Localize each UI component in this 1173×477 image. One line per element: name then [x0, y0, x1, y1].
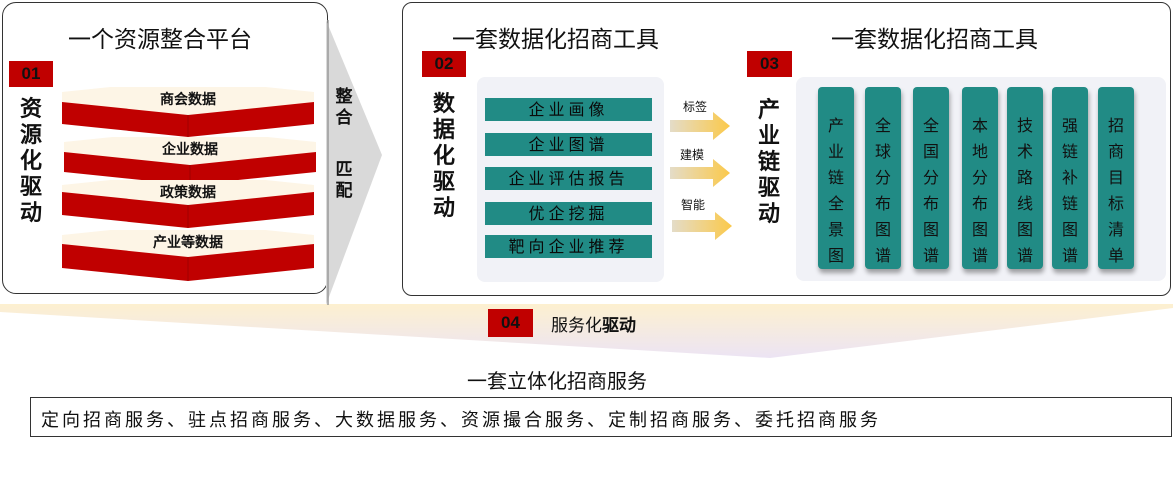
data-driver-label: 数据化驱动 — [432, 92, 455, 221]
tool-enterprise-graph: 企业图谱 — [485, 133, 652, 156]
column-industry-chain-panorama: 产业链全景图 — [818, 87, 854, 269]
tool-target-recommend: 靶向企业推荐 — [485, 235, 652, 258]
service-list-text: 定向招商服务、驻点招商服务、大数据服务、资源撮合服务、定制招商服务、委托招商服务 — [41, 410, 881, 431]
resource-driver-label: 资源化驱动 — [19, 97, 42, 226]
section-badge-02: 02 — [422, 51, 466, 77]
service-title: 一套立体化招商服务 — [467, 369, 647, 393]
section-badge-01: 01 — [9, 61, 53, 87]
service-driver-regular: 服务化 — [551, 316, 602, 336]
data-layer-label: 政策数据 — [160, 185, 216, 201]
section-badge-03: 03 — [747, 51, 792, 77]
section-badge-04: 04 — [488, 309, 533, 337]
industry-driver-label: 产业链驱动 — [757, 98, 780, 227]
flow-label-tag: 标签 — [683, 100, 708, 114]
column-strengthen-supplement-chain: 强链补链图谱 — [1052, 87, 1088, 269]
data-layer-label: 产业等数据 — [153, 235, 223, 251]
flow-label-intelligent: 智能 — [681, 198, 706, 212]
column-label: 产业链全景图 — [827, 116, 844, 265]
data-layer-industry: 产业等数据 — [62, 230, 314, 281]
resource-platform-title: 一个资源整合平台 — [68, 27, 252, 53]
chevron-arrow-right-icon — [326, 20, 382, 305]
column-investment-target-list: 招商目标清单 — [1098, 87, 1134, 269]
data-layer-chamber: 商会数据 — [62, 87, 314, 137]
arrow-right-icon — [670, 112, 730, 140]
match-label: 匹配 — [335, 160, 353, 201]
column-label: 本地分布图谱 — [971, 116, 988, 265]
data-tools-title: 一套数据化招商工具 — [452, 27, 659, 53]
flow-label-modeling: 建模 — [680, 148, 705, 162]
data-layer-label: 商会数据 — [160, 92, 216, 108]
service-list-box: 定向招商服务、驻点招商服务、大数据服务、资源撮合服务、定制招商服务、委托招商服务 — [30, 397, 1172, 437]
arrow-right-icon — [670, 159, 730, 187]
column-label: 强链补链图谱 — [1061, 116, 1078, 265]
arrow-right-icon — [672, 212, 732, 240]
integrate-label: 整合 — [335, 87, 353, 128]
service-fan-background — [0, 304, 1173, 358]
column-national-distribution: 全国分布图谱 — [913, 87, 949, 269]
service-driver-bold: 驱动 — [602, 316, 636, 336]
column-local-distribution: 本地分布图谱 — [962, 87, 998, 269]
data-layer-enterprise: 企业数据 — [64, 137, 316, 187]
chevron-layer-shape — [62, 230, 314, 281]
industry-tools-title: 一套数据化招商工具 — [831, 27, 1038, 53]
service-driver-heading: 服务化驱动 — [551, 311, 636, 336]
column-global-distribution: 全球分布图谱 — [865, 87, 901, 269]
data-layer-label: 企业数据 — [162, 142, 218, 158]
chevron-layer-shape — [64, 137, 316, 185]
column-label: 全国分布图谱 — [922, 116, 939, 265]
tool-enterprise-report: 企业评估报告 — [485, 167, 652, 190]
column-label: 技术路线图谱 — [1016, 116, 1033, 265]
column-label: 招商目标清单 — [1107, 116, 1124, 265]
tool-quality-mining: 优企挖掘 — [485, 202, 652, 225]
chevron-layer-shape — [62, 87, 314, 137]
data-layer-policy: 政策数据 — [62, 180, 314, 230]
column-technology-roadmap: 技术路线图谱 — [1007, 87, 1043, 269]
chevron-layer-shape — [62, 180, 314, 228]
tool-enterprise-profile: 企业画像 — [485, 98, 652, 121]
column-label: 全球分布图谱 — [874, 116, 891, 265]
